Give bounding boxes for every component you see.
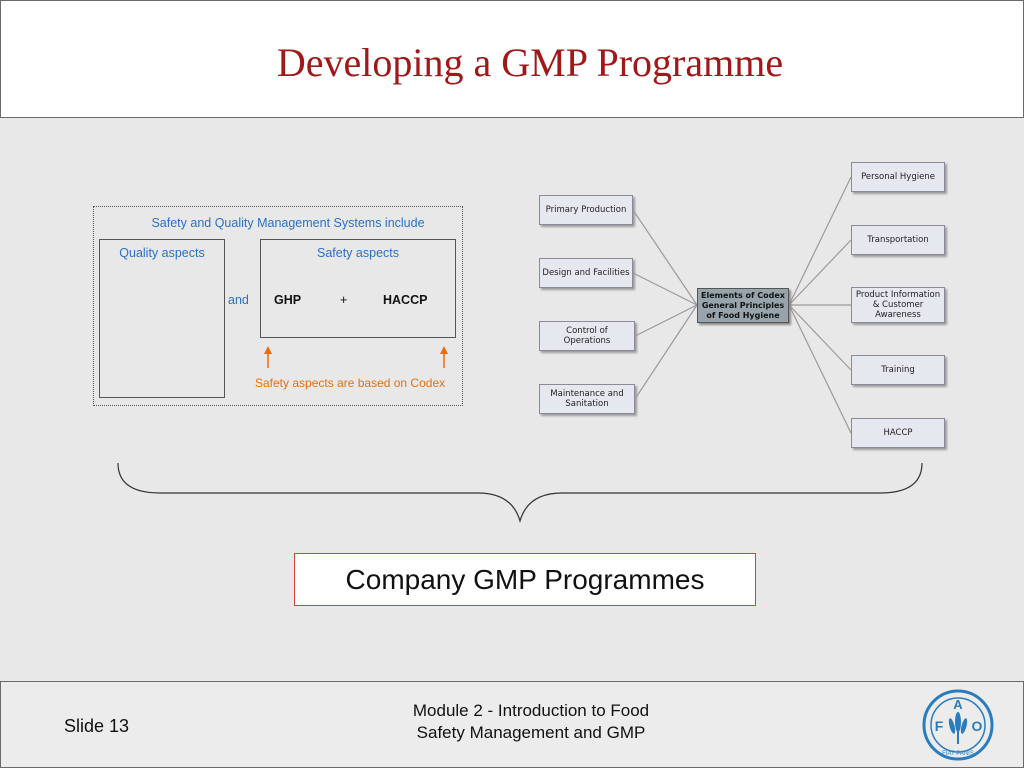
connector-line	[788, 304, 852, 371]
quality-aspects-label: Quality aspects	[119, 246, 205, 260]
connector-line	[632, 209, 698, 306]
node-maintenance-sanitation: Maintenance and Sanitation	[539, 384, 635, 414]
arrow-up-icon-haccp	[440, 346, 448, 368]
connector-line	[632, 272, 698, 306]
ghp-label: GHP	[274, 293, 302, 307]
node-training: Training	[851, 355, 945, 385]
node-codex-general-principles: Elements of Codex General Principles of …	[697, 288, 789, 323]
management-systems-caption: Safety and Quality Management Systems in…	[151, 216, 425, 230]
connector-line	[634, 304, 698, 400]
haccp-label: HACCP	[383, 293, 428, 307]
safety-aspects-label: Safety aspects	[317, 246, 399, 260]
node-product-information: Product Information & Customer Awareness	[851, 287, 945, 323]
module-caption: Module 2 - Introduction to Food Safety M…	[331, 700, 731, 744]
svg-text:O: O	[972, 718, 983, 734]
svg-text:F: F	[935, 718, 944, 734]
node-design-facilities: Design and Facilities	[539, 258, 633, 288]
quality-aspects-box: Quality aspects	[99, 239, 225, 398]
node-primary-production: Primary Production	[539, 195, 633, 225]
svg-text:FIAT PANIS: FIAT PANIS	[942, 751, 974, 757]
slide-title: Developing a GMP Programme	[276, 40, 784, 85]
slide-header: Developing a GMP Programme	[0, 0, 1024, 118]
connector-line	[788, 304, 852, 434]
connector-line	[634, 304, 698, 337]
node-transportation: Transportation	[851, 225, 945, 255]
node-control-operations: Control of Operations	[539, 321, 635, 351]
safety-aspects-box: Safety aspects	[260, 239, 456, 338]
codex-note: Safety aspects are based on Codex	[255, 376, 446, 390]
svg-text:A: A	[953, 697, 963, 712]
arrow-up-icon-ghp	[264, 346, 272, 368]
connector-line	[788, 239, 852, 306]
module-line-1: Module 2 - Introduction to Food	[412, 701, 650, 720]
management-systems-box: Safety and Quality Management Systems in…	[93, 206, 463, 406]
node-haccp: HACCP	[851, 418, 945, 448]
plus-label: +	[340, 293, 348, 307]
node-personal-hygiene: Personal Hygiene	[851, 162, 945, 192]
slide-footer: Slide 13 Module 2 - Introduction to Food…	[0, 681, 1024, 768]
and-label: and	[228, 293, 249, 307]
company-gmp-programmes-box: Company GMP Programmes	[294, 553, 756, 606]
module-line-2: Safety Management and GMP	[416, 723, 646, 742]
connector-line	[788, 176, 852, 306]
slide-number: Slide 13	[64, 716, 130, 736]
fao-logo-icon: F A O FIAT PANIS	[922, 689, 994, 761]
